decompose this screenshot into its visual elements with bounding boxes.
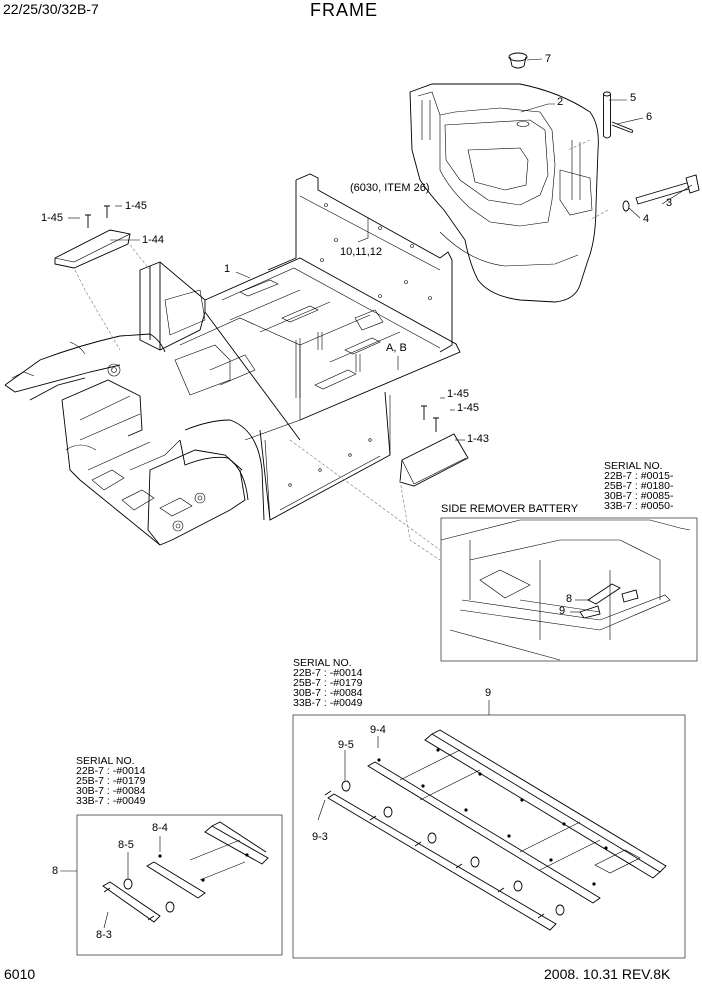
page-number: 6010 <box>4 966 36 982</box>
step-plate-1-43-drawing <box>399 433 469 487</box>
side-remover-serial-1: 22B-7 : #0015- <box>604 470 674 482</box>
group-8-serial-2: 25B-7 : -#0179 <box>76 775 146 787</box>
counterweight-drawing <box>409 83 599 303</box>
side-remover-title: SIDE REMOVER BATTERY <box>441 503 579 515</box>
callout-7: 7 <box>545 53 552 65</box>
clip-6-drawing <box>611 121 634 133</box>
step-plate-1-44-drawing <box>54 229 131 269</box>
group-8-serial-heading: SERIAL NO. <box>76 755 135 767</box>
callout-a-b: A, B <box>386 342 407 354</box>
pin-5-drawing <box>603 91 611 139</box>
callout-2: 2 <box>557 96 564 108</box>
callout-reference: (6030, ITEM 26) <box>350 182 430 194</box>
main-frame-drawing <box>4 173 461 546</box>
callout-1: 1 <box>224 263 231 275</box>
callout-1-44: 1-44 <box>142 234 165 246</box>
washer-4-drawing <box>622 200 630 212</box>
callout-1-45-right: 1-45 <box>125 200 148 212</box>
callout-10-11-12: 10,11,12 <box>340 246 383 258</box>
side-remover-serial-2: 25B-7 : #0180- <box>604 480 674 492</box>
group-9-serial-heading: SERIAL NO. <box>293 657 352 669</box>
callout-1-43: 1-43 <box>467 433 490 445</box>
callout-9-4: 9-4 <box>370 724 386 736</box>
screw-icons <box>85 205 439 432</box>
side-remover-serial-4: 33B-7 : #0050- <box>604 500 674 512</box>
group-8-serial-3: 30B-7 : -#0084 <box>76 785 146 797</box>
callout-4: 4 <box>643 213 650 225</box>
callout-9-inset: 9 <box>559 605 566 617</box>
side-remover-inset <box>440 517 698 662</box>
group-8-serial-1: 22B-7 : -#0014 <box>76 765 146 777</box>
callout-8-3: 8-3 <box>96 929 112 941</box>
bolt-3-drawing <box>635 174 700 205</box>
callout-1-45-lower: 1-45 <box>457 402 480 414</box>
side-remover-serial-heading: SERIAL NO. <box>604 460 663 472</box>
model-number: 22/25/30/32B-7 <box>3 1 99 17</box>
callout-9: 9 <box>485 687 492 699</box>
callout-3: 3 <box>666 197 673 209</box>
callout-1-45-left: 1-45 <box>41 212 64 224</box>
callout-8-inset: 8 <box>566 593 573 605</box>
group-9-box <box>292 700 686 959</box>
callout-5: 5 <box>630 92 637 104</box>
callout-8-5: 8-5 <box>118 839 134 851</box>
group-9-serial-3: 30B-7 : -#0084 <box>293 687 363 699</box>
page-title: FRAME <box>310 0 378 20</box>
callout-6: 6 <box>646 111 653 123</box>
leader-lines <box>68 58 693 561</box>
callout-9-3: 9-3 <box>312 831 328 843</box>
cap-7-drawing <box>508 52 528 69</box>
group-9-serial-4: 33B-7 : -#0049 <box>293 697 363 709</box>
group-8-box <box>60 814 283 956</box>
callout-8-4: 8-4 <box>152 822 168 834</box>
group-9-serial-1: 22B-7 : -#0014 <box>293 667 363 679</box>
group-9-serial-2: 25B-7 : -#0179 <box>293 677 363 689</box>
side-remover-serial-3: 30B-7 : #0085- <box>604 490 674 502</box>
callout-9-5: 9-5 <box>338 739 354 751</box>
revision-date: 2008. 10.31 REV.8K <box>544 966 671 982</box>
callout-1-45-upper: 1-45 <box>447 388 470 400</box>
group-8-serial-4: 33B-7 : -#0049 <box>76 795 146 807</box>
callout-8: 8 <box>52 865 59 877</box>
